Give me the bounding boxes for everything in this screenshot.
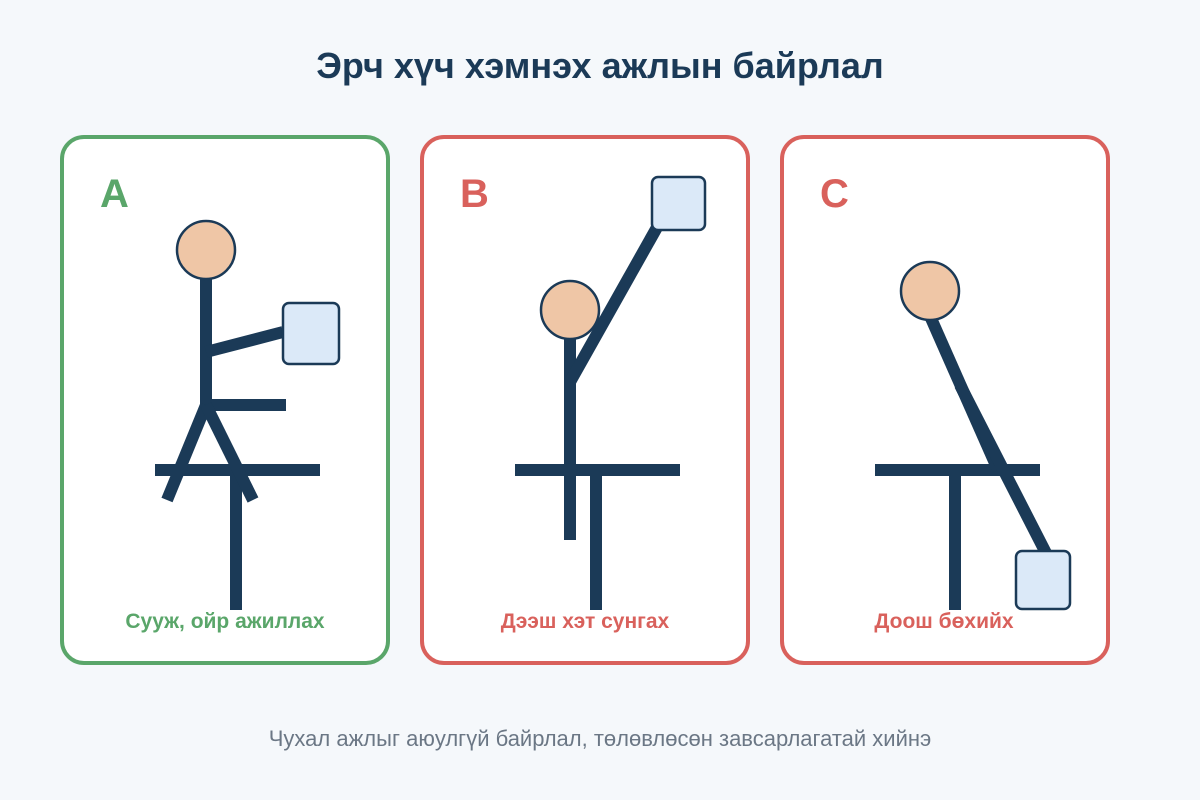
work-item-box [1014,549,1072,611]
arm [954,382,1053,558]
panel-a: A Сууж, ойр ажиллах [60,135,390,665]
work-item-box [650,175,707,232]
panel-b-caption: Дээш хэт сунгах [501,610,670,633]
page-title: Эрч хүч хэмнэх ажлын байрлал [316,45,883,86]
arm [204,326,285,358]
work-item-box [281,301,341,366]
panel-c-frame [780,135,1110,665]
panel-b-letter: B [460,172,489,216]
arm [564,219,666,385]
footnote: Чухал ажлыг аюулгүй байрлал, төлөвлөсөн … [269,726,932,751]
head [539,279,601,341]
head [175,219,237,281]
panel-a-letter: A [100,172,129,216]
right-leg [200,402,259,503]
panel-b-frame [420,135,750,665]
seated-figure-icon [155,219,341,610]
panel-b: B Дээш хэт сунгах [420,135,750,665]
head [899,260,961,322]
panel-a-caption: Сууж, ойр ажиллах [125,610,325,633]
reaching-figure-icon [515,175,707,610]
left-leg [161,402,212,503]
panel-c-letter: C [820,172,849,216]
panel-c-caption: Доош бөхийх [874,610,1014,633]
bending-figure-icon [875,260,1072,611]
panel-c: C Доош бөхийх [780,135,1110,665]
